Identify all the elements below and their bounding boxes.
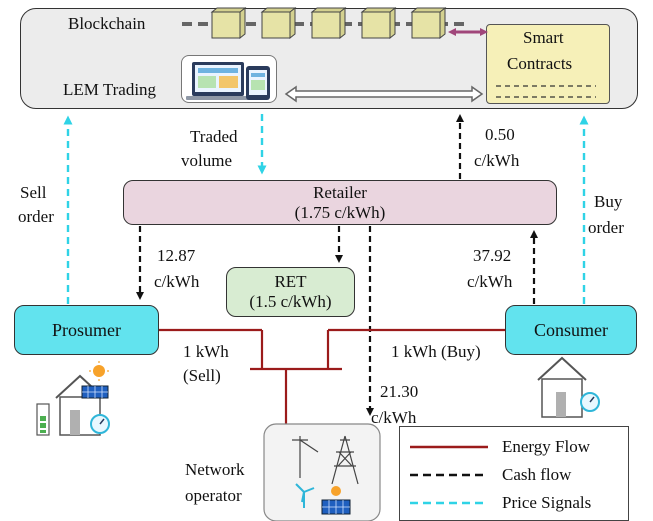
network-operator-icon <box>263 423 381 521</box>
to-prosumer-unit: c/kWh <box>154 272 200 291</box>
traded-volume-line1: Traded <box>190 127 238 146</box>
smart-contracts-line2: Contracts <box>507 54 573 73</box>
retailer-price: (1.75 c/kWh) <box>294 202 386 222</box>
price-signal-arrows <box>63 114 589 304</box>
ret-price: (1.5 c/kWh) <box>249 292 332 311</box>
legend-cash-label: Cash flow <box>502 465 572 484</box>
legend-box <box>399 426 629 521</box>
legend-samples <box>410 445 488 505</box>
ret-box: RET (1.5 c/kWh) <box>226 267 355 317</box>
lem-smart-contract-arrow <box>284 85 484 103</box>
sell-kwh-line2: (Sell) <box>183 366 221 385</box>
block-icon <box>210 6 247 40</box>
retailer-name: Retailer <box>313 182 367 202</box>
blockchain-chain <box>182 6 488 40</box>
buy-kwh-label: 1 kWh (Buy) <box>391 342 481 361</box>
network-operator-line1: Network <box>185 460 245 479</box>
blockchain-label: Blockchain <box>68 14 146 33</box>
retailer-blockchain-value: 0.50 <box>485 125 515 144</box>
block-icon <box>260 6 297 40</box>
traded-volume-line2: volume <box>181 151 232 170</box>
sell-order-line1: Sell <box>20 183 47 202</box>
network-operator-line2: operator <box>185 486 242 505</box>
consumer-box: Consumer <box>505 305 637 355</box>
consumer-name: Consumer <box>534 319 608 340</box>
ret-name: RET <box>274 272 307 291</box>
block-icon <box>410 6 447 40</box>
sell-kwh-line1: 1 kWh <box>183 342 229 361</box>
retailer-blockchain-unit: c/kWh <box>474 151 520 170</box>
to-prosumer-value: 12.87 <box>157 246 196 265</box>
laptop-tablet-icon <box>186 62 270 100</box>
to-network-value: 21.30 <box>380 382 419 401</box>
prosumer-box: Prosumer <box>14 305 159 355</box>
consumer-house-icon <box>537 356 600 418</box>
block-icon <box>360 6 397 40</box>
prosumer-house-icon <box>36 361 110 436</box>
lem-trading-label: LEM Trading <box>63 80 157 99</box>
buy-order-line1: Buy <box>594 192 623 211</box>
legend-energy-label: Energy Flow <box>502 437 590 456</box>
to-network-unit: c/kWh <box>371 408 417 427</box>
from-consumer-value: 37.92 <box>473 246 512 265</box>
buy-order-line2: order <box>588 218 624 237</box>
sell-order-line2: order <box>18 207 54 226</box>
smart-contracts-box <box>486 24 610 104</box>
block-icon <box>310 6 347 40</box>
smart-contracts-line1: Smart <box>523 28 564 47</box>
from-consumer-unit: c/kWh <box>467 272 513 291</box>
legend-price-label: Price Signals <box>502 493 592 512</box>
energy-flow-lines <box>159 328 505 424</box>
cash-flow-arrows <box>136 114 538 416</box>
retailer-box: Retailer (1.75 c/kWh) <box>123 180 557 225</box>
prosumer-name: Prosumer <box>52 319 121 340</box>
